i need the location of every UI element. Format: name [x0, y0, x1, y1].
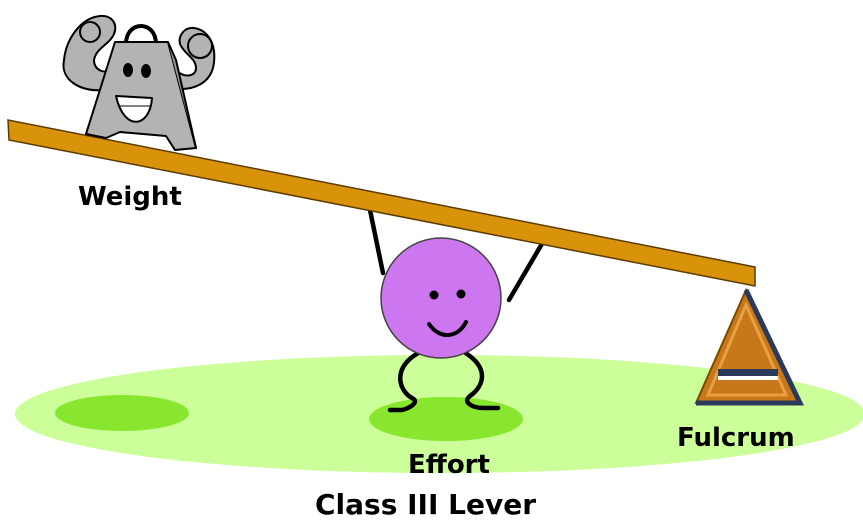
lever-beam — [7, 119, 756, 287]
effort-label: Effort — [408, 450, 490, 480]
weight-label: Weight — [78, 182, 182, 212]
diagram-caption: Class III Lever — [315, 488, 537, 521]
grass-patch-left — [55, 395, 189, 431]
effort-character-icon — [380, 237, 502, 359]
effort-legs — [387, 349, 501, 413]
fulcrum-label: Fulcrum — [677, 423, 795, 453]
weight-character-icon — [62, 14, 216, 151]
grass-patch-center — [369, 397, 523, 441]
fulcrum-triangle-icon — [694, 287, 804, 406]
effort-arms — [367, 207, 546, 303]
